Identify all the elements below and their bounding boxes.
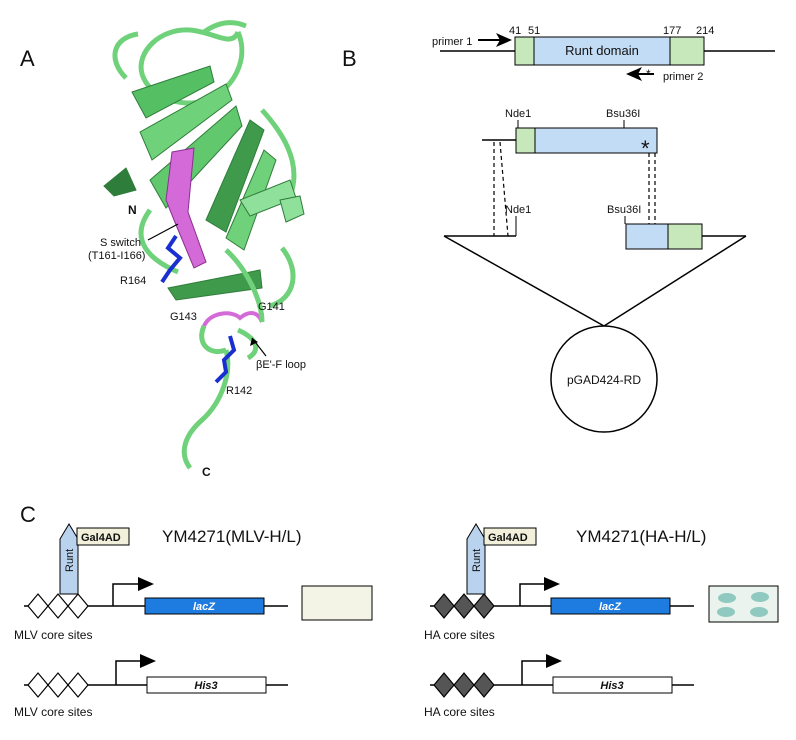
runt-domain-label: Runt domain [565, 43, 639, 58]
nde1-vector-label: Nde1 [505, 204, 531, 216]
promoter-arrow-his3-left [115, 660, 144, 685]
vector-green-box [667, 223, 703, 250]
runt-fusion-arrow-right [466, 523, 486, 595]
primer-2-star: * [646, 67, 651, 81]
panel-label-b: B [342, 46, 357, 71]
his3-label-left: His3 [194, 680, 217, 692]
plasmid-circle [550, 325, 658, 433]
gal4ad-box-left [76, 527, 130, 546]
position-214: 214 [696, 25, 714, 37]
his3-gene-right [552, 676, 673, 694]
primer-2-label: primer 2 [663, 71, 703, 83]
pcr-green-box [515, 127, 536, 154]
green-box-right [669, 36, 705, 66]
strain-label-left: YM4271(MLV-H/L) [162, 527, 302, 546]
gal4ad-box-right [483, 527, 537, 546]
loop-arrowhead [250, 338, 258, 346]
g141-label: G141 [258, 301, 285, 313]
s-switch-range-label: (T161-I166) [88, 250, 145, 262]
r142-sidechain [214, 335, 237, 384]
vector-funnel-left [443, 235, 605, 327]
dashed-connector-2 [499, 141, 509, 237]
r164-label: R164 [120, 275, 146, 287]
position-177: 177 [663, 25, 681, 37]
promoter-arrow-his3-right [521, 660, 550, 685]
reporter-right: YM4271(HA-H/L) Runt Gal4AD lacZ HA core … [424, 523, 779, 719]
s-switch-label: S switch [100, 237, 141, 249]
core-sites-label-bottom-left: MLV core sites [14, 705, 92, 719]
core-sites-label-top-left: MLV core sites [14, 628, 92, 642]
his3-gene-left [146, 676, 267, 694]
lacz-label-right: lacZ [599, 601, 622, 613]
core-sites-label-top-right: HA core sites [424, 628, 495, 642]
promoter-arrowhead-lacz-left [138, 577, 154, 591]
loop-segment [202, 311, 264, 328]
strain-label-right: YM4271(HA-H/L) [576, 527, 706, 546]
core-sites-label-bottom-right: HA core sites [424, 705, 495, 719]
lacz-gene-right [550, 597, 671, 615]
plasmid-label: pGAD424-RD [567, 373, 641, 387]
promoter-arrow-lacz-right [519, 583, 548, 606]
pcr-runt-box [534, 127, 658, 154]
promoter-arrow-lacz-left [112, 583, 142, 606]
colony-plate-left [301, 585, 373, 621]
blue-colonies [717, 592, 769, 617]
s-switch-arrow [147, 223, 179, 241]
bsu36i-site-label: Bsu36I [606, 108, 640, 120]
vector-blue-box [625, 223, 669, 250]
r142-label: R142 [226, 385, 252, 397]
position-41: 41 [509, 25, 521, 37]
gal4ad-label-right: Gal4AD [488, 532, 528, 544]
r164-sidechain [160, 234, 183, 284]
runt-fusion-arrow-left [59, 523, 79, 595]
primer-1-arrowhead [496, 33, 512, 47]
bsu36i-vector-label: Bsu36I [607, 204, 641, 216]
lacz-label-left: lacZ [193, 601, 216, 613]
n-terminus-label: N [128, 203, 137, 217]
runt-label-right: Runt [471, 549, 483, 572]
colony-plate-right [708, 585, 779, 623]
promoter-arrowhead-lacz-right [544, 577, 560, 591]
reporter-left: YM4271(MLV-H/L) Runt Gal4AD lacZ MLV cor… [14, 523, 373, 719]
promoter-arrowhead-his3-left [140, 654, 156, 668]
primer-1-label: primer 1 [432, 36, 472, 48]
runt-label-left: Runt [64, 549, 76, 572]
nde1-site-label: Nde1 [505, 108, 531, 120]
position-51: 51 [528, 25, 540, 37]
runt-domain-box [533, 36, 671, 66]
primer-2-arrowhead [626, 67, 642, 81]
promoter-arrowhead-his3-right [546, 654, 562, 668]
vector-funnel-right [603, 235, 747, 327]
protein-structure [103, 20, 305, 470]
core-sites-top-right [433, 593, 495, 619]
lacz-gene-left [144, 597, 265, 615]
panel-label-a: A [20, 46, 35, 71]
stop-codon-marker: * [641, 136, 650, 161]
g143-label: G143 [170, 311, 197, 323]
core-sites-bottom-left [27, 672, 89, 698]
green-box-left [514, 36, 535, 66]
gal4ad-label-left: Gal4AD [81, 532, 121, 544]
loop-label: βE'-F loop [256, 359, 306, 371]
panel-label-c: C [20, 502, 36, 527]
core-sites-bottom-right [433, 672, 495, 698]
c-terminus-label: C [202, 465, 211, 479]
s-switch-strand [165, 147, 207, 269]
core-sites-top-left [27, 593, 89, 619]
his3-label-right: His3 [600, 680, 623, 692]
